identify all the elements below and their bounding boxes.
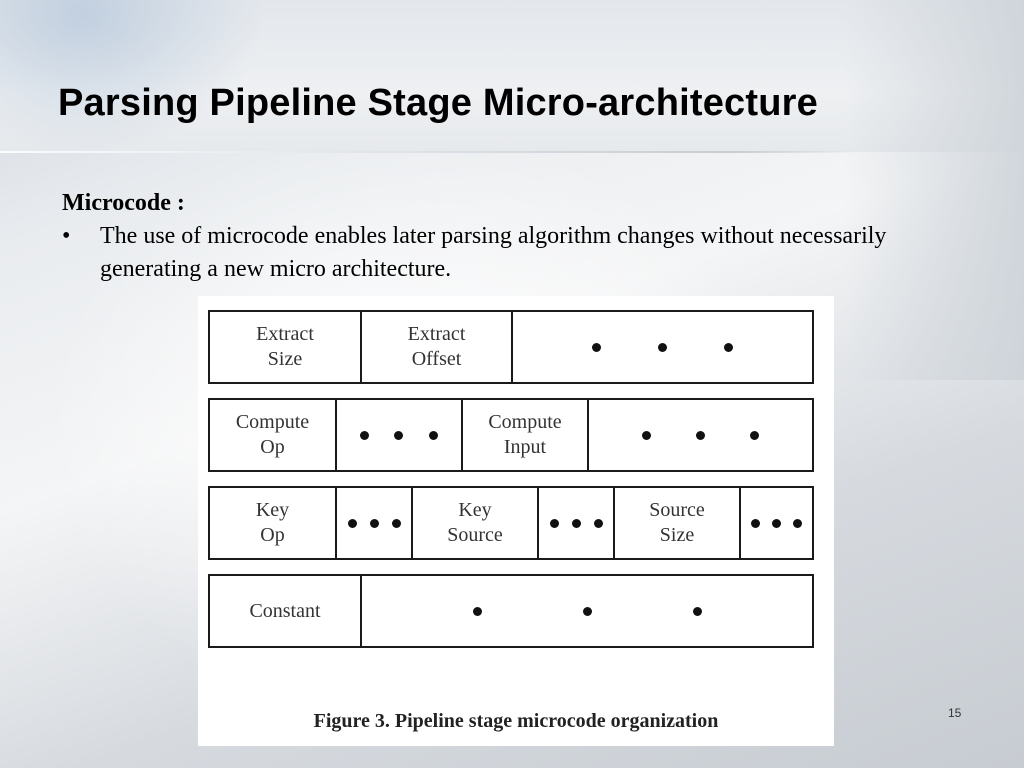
field-ellipsis bbox=[337, 400, 463, 470]
field-extract-offset: Extract Offset bbox=[362, 312, 513, 382]
ellipsis-dot bbox=[724, 342, 734, 352]
field-constant: Constant bbox=[210, 576, 362, 646]
microcode-row-extract: Extract Size Extract Offset bbox=[208, 310, 814, 384]
ellipsis-dot bbox=[772, 518, 781, 528]
field-ellipsis bbox=[741, 488, 812, 558]
field-key-source: Key Source bbox=[413, 488, 539, 558]
ellipsis-dot bbox=[549, 518, 559, 528]
microcode-row-key: Key Op Key Source Source Size bbox=[208, 486, 814, 560]
bullet-text: The use of microcode enables later parsi… bbox=[100, 223, 887, 282]
field-source-size: Source Size bbox=[615, 488, 741, 558]
background-shade bbox=[844, 0, 1024, 380]
microcode-row-compute: Compute Op Compute Input bbox=[208, 398, 814, 472]
section-heading: Microcode : bbox=[62, 190, 185, 216]
field-extract-size: Extract Size bbox=[210, 312, 362, 382]
field-ellipsis bbox=[362, 576, 812, 646]
ellipsis-dot bbox=[347, 518, 357, 528]
ellipsis-dot bbox=[695, 430, 705, 440]
slide-body: Microcode : • The use of microcode enabl… bbox=[62, 188, 942, 286]
ellipsis-dot bbox=[641, 430, 651, 440]
ellipsis-dot bbox=[472, 606, 482, 616]
title-divider bbox=[0, 151, 860, 153]
field-ellipsis bbox=[337, 488, 413, 558]
ellipsis-dot bbox=[657, 342, 667, 352]
ellipsis-dot bbox=[394, 430, 404, 440]
ellipsis-dot bbox=[582, 606, 592, 616]
field-compute-op: Compute Op bbox=[210, 400, 337, 470]
ellipsis-dot bbox=[571, 518, 581, 528]
ellipsis-dot bbox=[692, 606, 702, 616]
bullet-item: • The use of microcode enables later par… bbox=[62, 220, 942, 286]
ellipsis-dot bbox=[751, 518, 760, 528]
ellipsis-dot bbox=[591, 342, 601, 352]
ellipsis-dot bbox=[369, 518, 379, 528]
bullet-marker: • bbox=[62, 223, 71, 249]
ellipsis-dot bbox=[593, 518, 603, 528]
field-ellipsis bbox=[539, 488, 615, 558]
figure-caption: Figure 3. Pipeline stage microcode organ… bbox=[313, 710, 719, 732]
figure-image: Extract Size Extract Offset Compute Op C… bbox=[198, 296, 834, 746]
field-key-op: Key Op bbox=[210, 488, 337, 558]
ellipsis-dot bbox=[359, 430, 369, 440]
ellipsis-dot bbox=[391, 518, 401, 528]
field-ellipsis bbox=[589, 400, 812, 470]
field-ellipsis bbox=[513, 312, 812, 382]
ellipsis-dot bbox=[750, 430, 760, 440]
field-compute-input: Compute Input bbox=[463, 400, 589, 470]
page-number: 15 bbox=[948, 706, 962, 720]
ellipsis-dot bbox=[793, 518, 802, 528]
microcode-row-constant: Constant bbox=[208, 574, 814, 648]
ellipsis-dot bbox=[429, 430, 439, 440]
slide-title: Parsing Pipeline Stage Micro-architectur… bbox=[58, 82, 818, 124]
